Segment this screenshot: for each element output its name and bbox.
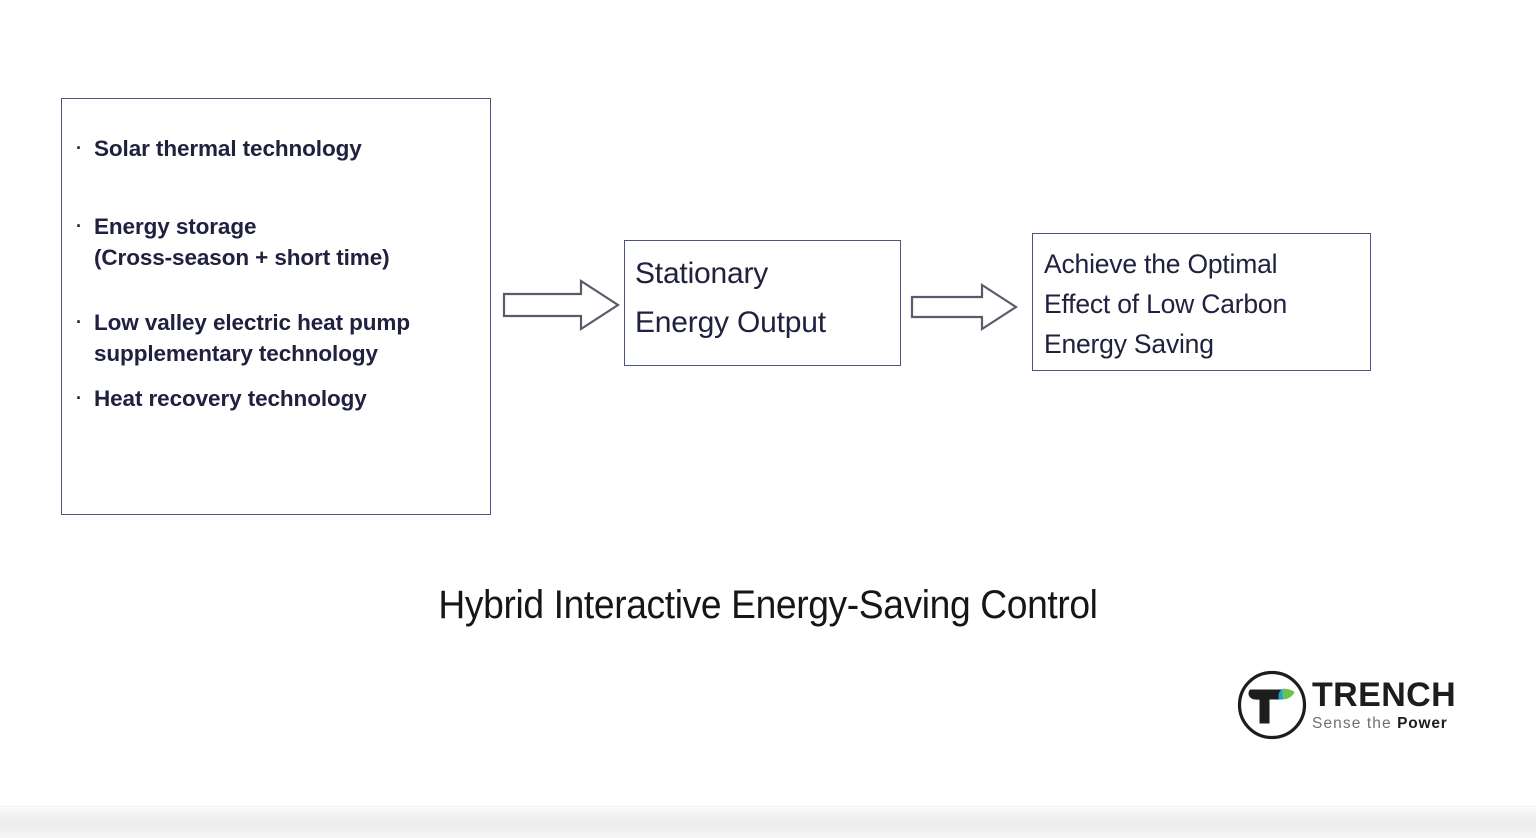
flow-arrow-right-icon [502, 278, 621, 332]
bullet-text: Heat recovery technology [94, 386, 367, 411]
trench-tagline: Sense the Power [1312, 715, 1456, 732]
bullet-text: (Cross-season + short time) [94, 245, 390, 270]
trench-logo: TRENCH Sense the Power [1236, 668, 1468, 742]
bottom-edge-band [0, 806, 1536, 838]
flow-arrow-right-icon [910, 282, 1019, 332]
box-line: Energy Saving [1044, 329, 1214, 359]
box-line: Energy Output [635, 306, 826, 339]
bullet-item: · Energy storage [76, 211, 476, 242]
bullet-text: Energy storage [94, 214, 257, 239]
box-line: Achieve the Optimal [1044, 249, 1278, 279]
diagram-caption: Hybrid Interactive Energy-Saving Control [438, 583, 1098, 627]
bullet-item: · Low valley electric heat pump [76, 307, 476, 338]
inputs-technology-box: · Solar thermal technology · Energy stor… [61, 98, 491, 515]
tagline-bold-part: Power [1397, 714, 1448, 732]
bullet-dot-icon: · [76, 216, 82, 236]
stationary-energy-output-box: Stationary Energy Output [624, 240, 901, 366]
box-line: Effect of Low Carbon [1044, 289, 1287, 319]
spacer [76, 273, 476, 307]
bullet-item: · Heat recovery technology [76, 383, 476, 414]
spacer [76, 369, 476, 383]
tagline-light-part: Sense the [1312, 714, 1392, 732]
optimal-effect-outcome-box: Achieve the Optimal Effect of Low Carbon… [1032, 233, 1371, 371]
bullet-text: supplementary technology [94, 341, 378, 366]
bullet-text: Low valley electric heat pump [94, 310, 410, 335]
bullet-dot-icon: · [76, 138, 82, 158]
box-line: Stationary [635, 257, 769, 290]
bullet-item-continuation: (Cross-season + short time) [76, 242, 476, 273]
bullet-item: · Solar thermal technology [76, 133, 476, 164]
trench-logo-mark-icon [1236, 669, 1308, 741]
bullet-item-continuation: supplementary technology [76, 338, 476, 369]
spacer [76, 164, 476, 211]
bullet-text: Solar thermal technology [94, 136, 362, 161]
bullet-dot-icon: · [76, 388, 82, 408]
trench-brand-name: TRENCH [1312, 675, 1457, 714]
trench-logo-wordmark: TRENCH Sense the Power [1312, 675, 1457, 732]
bullet-dot-icon: · [76, 312, 82, 332]
